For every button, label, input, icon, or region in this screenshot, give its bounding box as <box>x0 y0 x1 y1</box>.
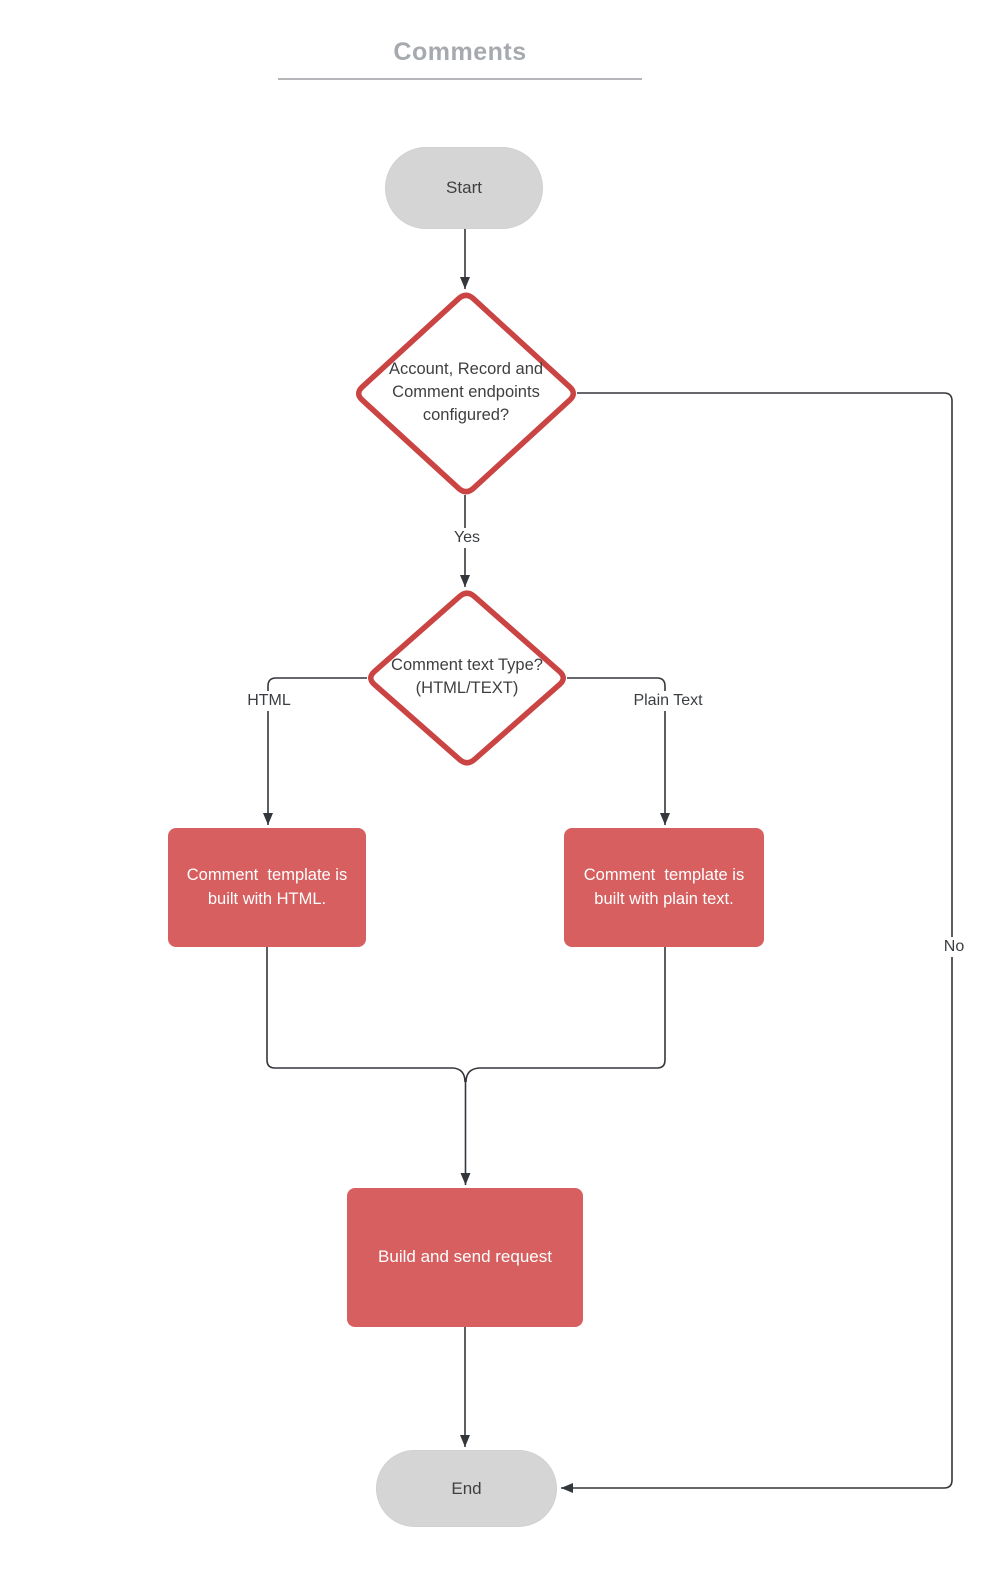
edge-label-plain-text: Plain Text <box>621 691 715 711</box>
process-template-plain: Comment template is built with plain tex… <box>564 828 764 947</box>
edge-label-yes: Yes <box>440 528 494 548</box>
process-template-plain-label: Comment template is built with plain tex… <box>583 865 749 908</box>
edge-plain-text-branch <box>567 677 670 825</box>
start-node: Start <box>385 147 543 229</box>
edge-merge-right <box>465 947 666 1083</box>
edge-label-html: HTML <box>232 691 306 711</box>
process-build-request: Build and send request <box>347 1188 583 1327</box>
edge-merge-left <box>266 947 466 1083</box>
process-build-request-label: Build and send request <box>378 1247 552 1267</box>
edge-label-no: No <box>931 937 977 957</box>
edge-html-branch <box>263 677 367 825</box>
process-template-html: Comment template is built with HTML. <box>168 828 366 947</box>
start-node-label: Start <box>446 178 482 197</box>
decision-text-type-shape <box>368 590 566 766</box>
decision-endpoints-shape <box>355 292 577 495</box>
end-node: End <box>376 1450 557 1527</box>
decision-text-type-label: Comment text Type? (HTML/TEXT) <box>391 656 543 698</box>
diagram-title: Comments <box>278 38 642 80</box>
end-node-label: End <box>451 1478 482 1498</box>
process-template-html-label: Comment template is built with HTML. <box>186 865 352 908</box>
decision-endpoints-label: Account, Record and Comment endpoints co… <box>388 360 544 425</box>
